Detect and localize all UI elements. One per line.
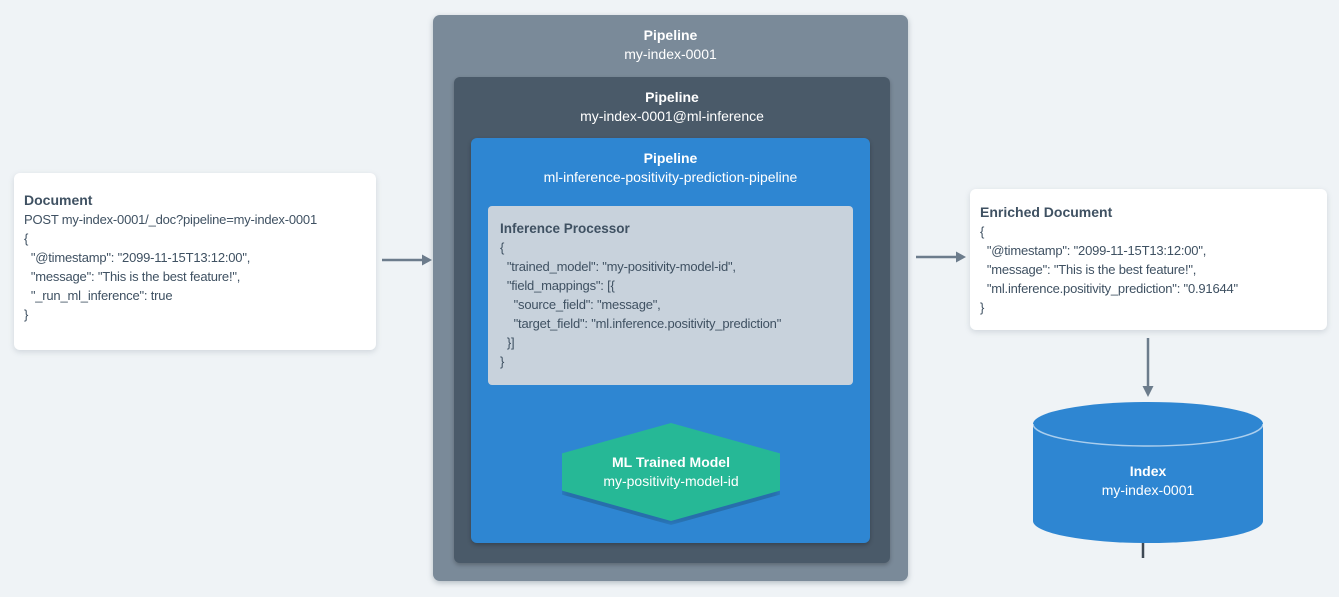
cylinder-shape-icon xyxy=(1033,402,1263,543)
index-cylinder: Index my-index-0001 xyxy=(1033,402,1263,543)
pipeline-inner-title: Pipeline xyxy=(645,89,699,105)
pipeline-inner-box: Pipeline my-index-0001@ml-inference Pipe… xyxy=(454,77,1149,563)
code-line: { xyxy=(500,240,505,255)
code-line: "_run_ml_inference": true xyxy=(24,288,173,303)
arrow-right-icon xyxy=(381,253,433,272)
code-line: "message": "This is the best feature!", xyxy=(24,269,241,284)
inference-processor-box: Inference Processor { "trained_model": "… xyxy=(488,206,853,385)
pipeline-ml-box: Pipeline ml-inference-positivity-predict… xyxy=(471,138,1149,558)
pipeline-outer-title: Pipeline xyxy=(643,27,698,43)
ml-trained-model-name: my-positivity-model-id xyxy=(603,473,739,489)
code-line: "@timestamp": "2099-11-15T13:12:00", xyxy=(24,250,251,265)
code-line: "field_mappings": [{ xyxy=(500,278,615,293)
index-name: my-index-0001 xyxy=(1101,482,1195,498)
enriched-document-title: Enriched Document xyxy=(980,204,1113,220)
pipeline-outer-box: Pipeline my-index-0001 Pipeline my-index… xyxy=(433,15,1149,581)
arrow-down-icon xyxy=(1141,338,1155,403)
code-line: "target_field": "ml.inference.positivity… xyxy=(500,316,782,331)
inference-processor-code: { "trained_model": "my-positivity-model-… xyxy=(500,238,841,371)
code-line: } xyxy=(500,354,505,369)
code-line: "message": "This is the best feature!", xyxy=(980,262,1197,277)
document-card-title: Document xyxy=(24,192,93,208)
pipeline-ml-name: ml-inference-positivity-prediction-pipel… xyxy=(543,169,798,185)
code-line: "@timestamp": "2099-11-15T13:12:00", xyxy=(980,243,1207,258)
arrow-right-icon xyxy=(915,250,967,269)
pipeline-outer-header: Pipeline my-index-0001 xyxy=(433,15,908,64)
pipeline-outer-name: my-index-0001 xyxy=(624,46,717,62)
code-line: { xyxy=(24,231,29,246)
pipeline-ml-title: Pipeline xyxy=(643,150,698,166)
index-title: Index xyxy=(1129,463,1167,479)
pipeline-inner-name: my-index-0001@ml-inference xyxy=(580,108,764,124)
code-line: { xyxy=(980,224,985,239)
enriched-document-card: Enriched Document { "@timestamp": "2099-… xyxy=(970,189,1327,330)
code-line: "trained_model": "my-positivity-model-id… xyxy=(500,259,736,274)
index-label: Index my-index-0001 xyxy=(1033,462,1263,500)
pipeline-ml-header: Pipeline ml-inference-positivity-predict… xyxy=(471,138,870,187)
code-line: } xyxy=(980,300,985,315)
code-line: "ml.inference.positivity_prediction": "0… xyxy=(980,281,1238,296)
enriched-document-code: { "@timestamp": "2099-11-15T13:12:00", "… xyxy=(980,222,1317,317)
code-line: } xyxy=(24,307,29,322)
ml-trained-model-title: ML Trained Model xyxy=(612,454,730,470)
code-line: }] xyxy=(500,335,515,350)
inference-processor-title: Inference Processor xyxy=(500,221,630,236)
document-card-code: POST my-index-0001/_doc?pipeline=my-inde… xyxy=(24,210,366,324)
code-line: "source_field": "message", xyxy=(500,297,661,312)
document-card: Document POST my-index-0001/_doc?pipelin… xyxy=(14,173,376,350)
pipeline-inner-header: Pipeline my-index-0001@ml-inference xyxy=(454,77,890,126)
ml-trained-model-hexagon: ML Trained Model my-positivity-model-id xyxy=(562,423,780,521)
code-line: POST my-index-0001/_doc?pipeline=my-inde… xyxy=(24,212,317,227)
